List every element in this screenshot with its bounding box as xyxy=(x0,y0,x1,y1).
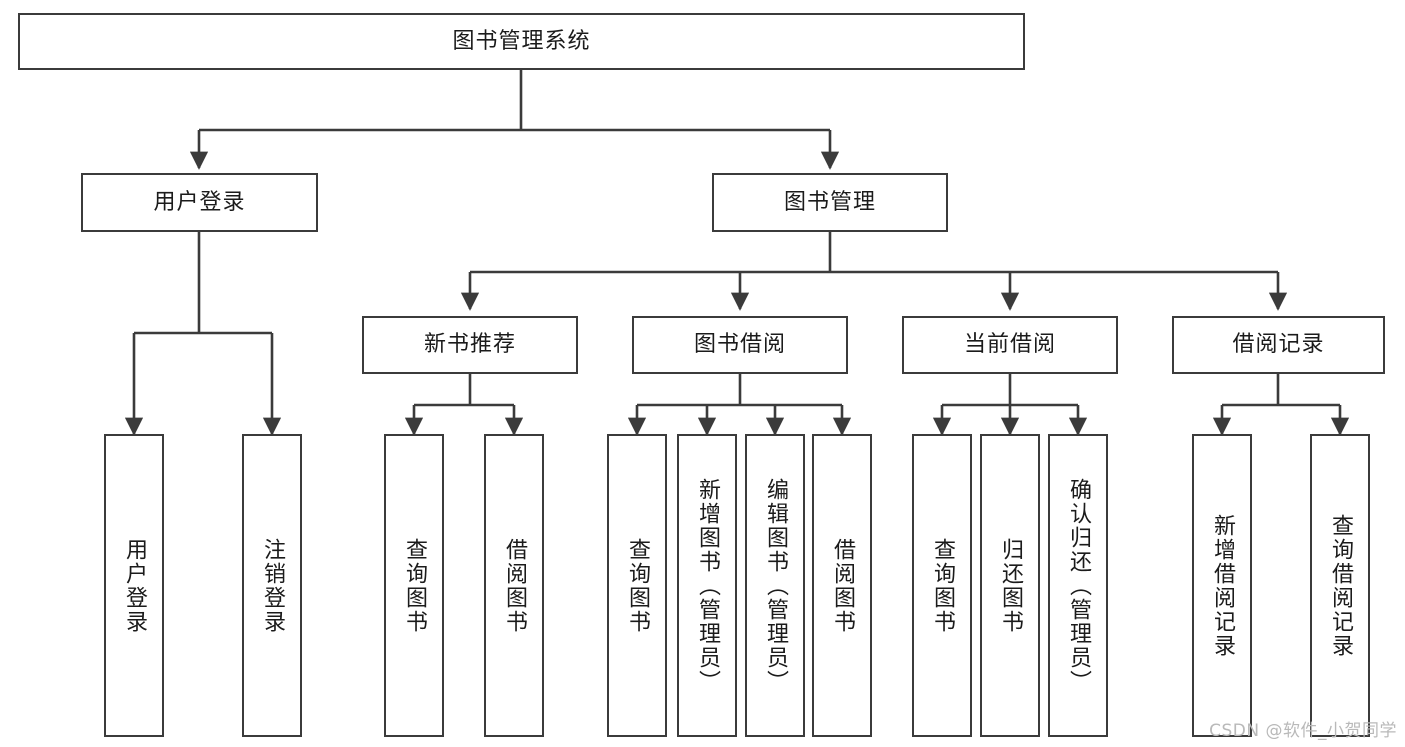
node-leaf-query-book-recommend[interactable]: 查询图书 xyxy=(384,434,444,737)
node-label: 新增借阅记录 xyxy=(1209,513,1235,658)
node-book-borrow[interactable]: 图书借阅 xyxy=(632,316,848,374)
node-leaf-confirm-return-admin[interactable]: 确认归还（管理员） xyxy=(1048,434,1108,737)
node-leaf-return-book[interactable]: 归还图书 xyxy=(980,434,1040,737)
node-label: 借阅图书 xyxy=(501,537,527,634)
node-label: 图书借阅 xyxy=(693,332,786,358)
node-label: 借阅记录 xyxy=(1232,332,1325,358)
node-label: 新书推荐 xyxy=(423,332,516,358)
node-label: 查询图书 xyxy=(624,537,650,634)
node-leaf-query-book-borrow[interactable]: 查询图书 xyxy=(607,434,667,737)
node-label: 图书管理系统 xyxy=(452,28,591,54)
node-label: 新增图书（管理员） xyxy=(694,477,720,694)
node-leaf-logout[interactable]: 注销登录 xyxy=(242,434,302,737)
node-leaf-add-book-admin[interactable]: 新增图书（管理员） xyxy=(677,434,737,737)
node-root-system[interactable]: 图书管理系统 xyxy=(18,13,1025,70)
node-leaf-borrow-book-recommend[interactable]: 借阅图书 xyxy=(484,434,544,737)
node-leaf-query-book-current[interactable]: 查询图书 xyxy=(912,434,972,737)
node-leaf-edit-book-admin[interactable]: 编辑图书（管理员） xyxy=(745,434,805,737)
node-label: 查询借阅记录 xyxy=(1327,513,1353,658)
node-leaf-query-borrow-record[interactable]: 查询借阅记录 xyxy=(1310,434,1370,737)
node-label: 借阅图书 xyxy=(829,537,855,634)
node-label: 用户登录 xyxy=(153,189,246,215)
node-label: 查询图书 xyxy=(401,537,427,634)
node-current-borrow[interactable]: 当前借阅 xyxy=(902,316,1118,374)
node-borrow-record[interactable]: 借阅记录 xyxy=(1172,316,1385,374)
node-label: 查询图书 xyxy=(929,537,955,634)
node-label: 确认归还（管理员） xyxy=(1065,477,1091,694)
node-leaf-borrow-book[interactable]: 借阅图书 xyxy=(812,434,872,737)
node-leaf-add-borrow-record[interactable]: 新增借阅记录 xyxy=(1192,434,1252,737)
node-book-management[interactable]: 图书管理 xyxy=(712,173,948,232)
node-label: 当前借阅 xyxy=(963,332,1056,358)
node-label: 归还图书 xyxy=(997,537,1023,634)
watermark-text: CSDN @软件_小贺同学 xyxy=(1209,721,1397,741)
node-label: 用户登录 xyxy=(121,537,147,634)
node-label: 图书管理 xyxy=(783,189,876,215)
node-label: 注销登录 xyxy=(259,537,285,634)
node-leaf-user-login[interactable]: 用户登录 xyxy=(104,434,164,737)
node-new-book-recommend[interactable]: 新书推荐 xyxy=(362,316,578,374)
node-label: 编辑图书（管理员） xyxy=(762,477,788,694)
node-user-login[interactable]: 用户登录 xyxy=(81,173,318,232)
